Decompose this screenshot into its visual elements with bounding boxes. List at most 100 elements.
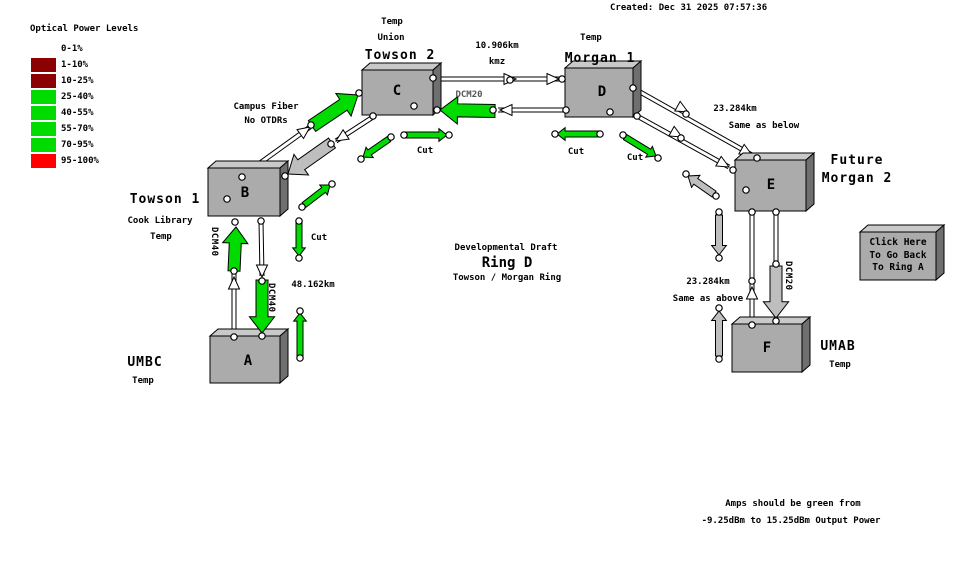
- node-f-temp-label: Temp: [829, 360, 851, 370]
- legend-title: Optical Power Levels: [30, 24, 139, 34]
- connector-dot: [369, 112, 377, 120]
- legend-swatch: [31, 90, 56, 104]
- connector-dot: [729, 166, 737, 174]
- cut-label-b: Cut: [310, 233, 328, 243]
- connector-dot: [328, 180, 336, 188]
- connector-dot: [445, 131, 453, 139]
- dcm20-label: DCM20: [455, 90, 483, 100]
- direction-arrowhead: [674, 100, 690, 113]
- legend-row: 25-40%: [31, 89, 99, 105]
- connector-dot: [748, 208, 756, 216]
- node-b-temp-label: Temp: [150, 232, 172, 242]
- connector-dot: [230, 267, 238, 275]
- back-to-ring-a-button[interactable]: Click Here To Go Back To Ring A: [860, 232, 936, 280]
- node-e-name-line1: Future: [830, 153, 884, 168]
- node-d-name: Morgan 1: [564, 51, 636, 66]
- amp-arrow-b-to-a-dcm40: [248, 279, 276, 334]
- connector-dot: [558, 75, 566, 83]
- node-e-box-side: [805, 151, 815, 213]
- legend-row: 95-100%: [31, 153, 99, 169]
- ring-subtitle-name: Towson / Morgan Ring: [452, 273, 562, 283]
- direction-arrowhead: [715, 155, 731, 168]
- amp-arrow-a-to-b-dcm40: [221, 226, 249, 272]
- amp-arrow-b-to-c: [307, 92, 359, 133]
- span-arrow-e-down: [710, 214, 728, 256]
- node-c-box-top: [360, 62, 443, 71]
- no-otdrs-label: No OTDRs: [244, 116, 288, 126]
- node-a-box-top: [208, 328, 290, 337]
- node-e-name-line2: Morgan 2: [821, 171, 893, 186]
- direction-arrowhead: [255, 264, 269, 279]
- dcm40-label-left: DCM40: [209, 227, 219, 257]
- legend-swatch: [31, 106, 56, 120]
- legend-swatch: [31, 138, 56, 152]
- ring-title: Ring D: [481, 255, 533, 271]
- connector-dot: [748, 277, 756, 285]
- direction-arrowhead: [334, 128, 350, 142]
- legend-swatch: [31, 154, 56, 168]
- amps-note-line1: Amps should be green from: [725, 499, 861, 509]
- c-d-kmz-label[interactable]: kmz: [488, 57, 506, 67]
- node-d-box[interactable]: [564, 67, 634, 118]
- legend-row: 10-25%: [31, 73, 99, 89]
- node-c-name: Towson 2: [364, 48, 436, 63]
- connector-dot: [682, 110, 690, 118]
- legend-label: 70-95%: [61, 140, 94, 150]
- direction-arrowhead: [227, 275, 241, 290]
- e-f-note-label: Same as above: [672, 294, 744, 304]
- connector-dot: [410, 102, 418, 110]
- legend-row: 1-10%: [31, 57, 99, 73]
- node-a-box[interactable]: [209, 335, 281, 384]
- legend-label: 10-25%: [61, 76, 94, 86]
- connector-dot: [433, 106, 441, 114]
- connector-dot: [489, 106, 497, 114]
- cut-arrow-d-diag: [622, 133, 657, 158]
- connector-dot: [238, 173, 246, 181]
- e-f-distance-label: 23.284km: [686, 277, 730, 287]
- fiber-line-d-to-e-1-fill: [632, 86, 753, 157]
- legend-swatch: [31, 42, 56, 56]
- connector-dot: [258, 332, 266, 340]
- connector-dot: [298, 203, 306, 211]
- connector-dot: [327, 140, 335, 148]
- back-button-line2: To Go Back: [869, 249, 927, 261]
- created-timestamp: Created: Dec 31 2025 07:57:36: [610, 3, 768, 13]
- connector-dot: [506, 76, 514, 84]
- dcm40-label-right: DCM40: [266, 283, 276, 313]
- direction-arrowhead: [498, 103, 513, 117]
- amp-arrow-e-to-f-dcm20: [762, 265, 790, 319]
- span-arrow-a-up: [292, 312, 308, 357]
- node-f-box[interactable]: [731, 323, 803, 373]
- legend-label: 55-70%: [61, 124, 94, 134]
- legend-swatch: [31, 122, 56, 136]
- d-e-note-label: Same as below: [728, 121, 800, 131]
- optical-power-legend: 0-1% 1-10% 10-25% 25-40% 40-55% 55-70% 7…: [31, 41, 99, 169]
- legend-label: 1-10%: [61, 60, 89, 70]
- back-button-line3: To Ring A: [872, 262, 924, 274]
- c-d-distance-label: 10.906km: [475, 41, 519, 51]
- back-button-box[interactable]: [859, 231, 937, 281]
- connector-dot: [387, 133, 395, 141]
- legend-label: 95-100%: [61, 156, 99, 166]
- legend-label: 0-1%: [61, 44, 83, 54]
- legend-swatch: [31, 74, 56, 88]
- node-e-box-top: [733, 152, 816, 161]
- connector-dot: [357, 155, 365, 163]
- node-b-box-side: [279, 159, 289, 218]
- legend-label: 25-40%: [61, 92, 94, 102]
- connector-dot: [742, 186, 750, 194]
- connector-dot: [629, 84, 637, 92]
- connector-dot: [223, 195, 231, 203]
- connector-dot: [715, 304, 723, 312]
- connector-dot: [562, 106, 570, 114]
- node-b-letter: B: [240, 185, 250, 201]
- legend-label: 40-55%: [61, 108, 94, 118]
- node-e-box[interactable]: [734, 159, 807, 212]
- node-f-box-top: [730, 316, 812, 325]
- node-c-temp-label: Temp: [381, 17, 403, 27]
- fiber-line-d-to-e-2-fill: [636, 114, 730, 169]
- node-b-cook-library-label: Cook Library: [127, 216, 193, 226]
- node-d-letter: D: [597, 84, 607, 100]
